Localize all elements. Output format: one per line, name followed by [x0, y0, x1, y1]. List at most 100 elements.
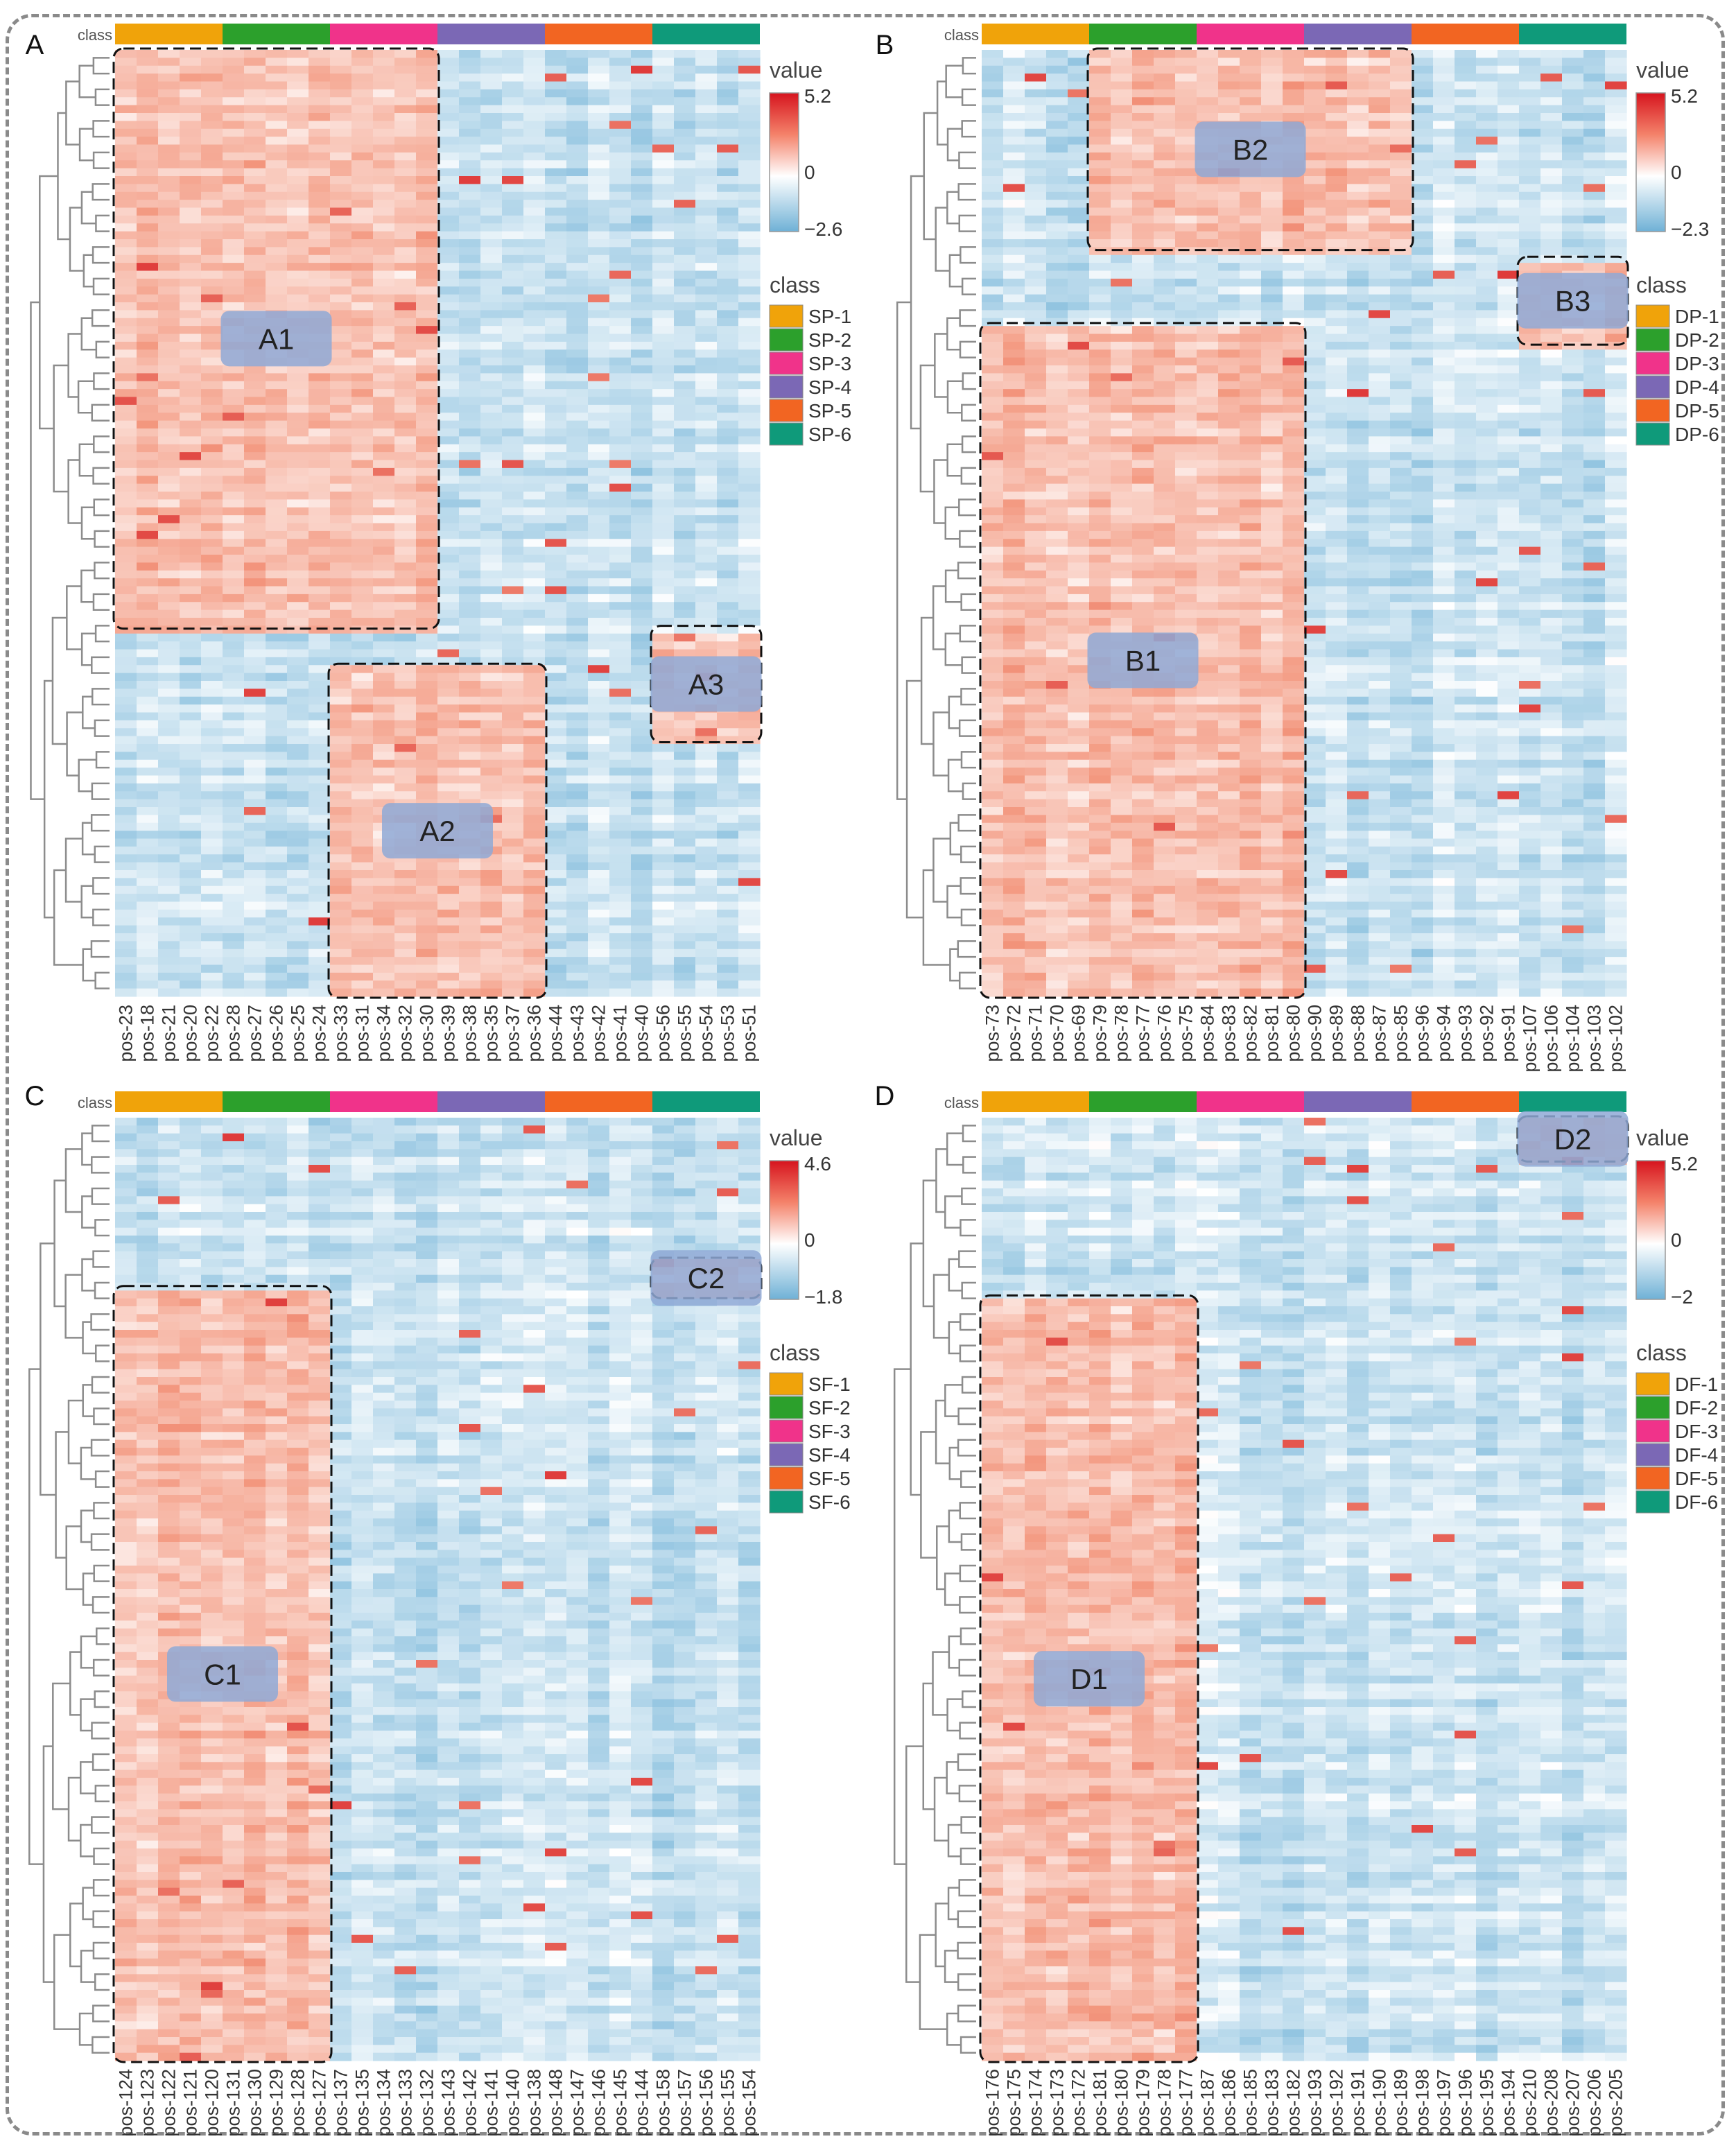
heatmap-cell [1197, 215, 1219, 224]
heatmap-cell [480, 318, 503, 327]
heatmap-cell [502, 688, 524, 698]
heatmap-cell [459, 444, 481, 453]
heatmap-cell [588, 555, 610, 563]
heatmap-cell [480, 184, 503, 193]
heatmap-cell [201, 854, 223, 863]
heatmap-cell [502, 633, 524, 642]
heatmap-cell [137, 286, 159, 295]
heatmap-cell [416, 602, 438, 611]
heatmap-cell [1175, 97, 1197, 106]
heatmap-cell [437, 200, 460, 209]
heatmap-cell [695, 89, 718, 98]
heatmap-cell [566, 113, 589, 121]
heatmap-cell [652, 341, 675, 350]
heatmap-cell [566, 562, 589, 571]
heatmap-cell [545, 247, 567, 256]
heatmap-cell [1326, 113, 1348, 121]
heatmap-cell [309, 854, 331, 863]
heatmap-cell [1347, 81, 1369, 90]
heatmap-cell [566, 428, 589, 437]
heatmap-cell [502, 452, 524, 461]
heatmap-cell [652, 775, 675, 784]
heatmap-cell [266, 50, 288, 58]
heatmap-cell [1218, 349, 1240, 358]
heatmap-cell [1369, 113, 1391, 121]
heatmap-cell [1218, 334, 1240, 343]
heatmap-cell [674, 570, 696, 579]
heatmap-cell [309, 121, 331, 130]
heatmap-cell [437, 326, 460, 335]
heatmap-cell [244, 286, 266, 295]
heatmap-cell [394, 397, 417, 406]
heatmap-cell [502, 144, 524, 153]
heatmap-cell [1412, 215, 1434, 224]
heatmap-cell [1583, 191, 1606, 200]
heatmap-cell [631, 925, 653, 934]
heatmap-cell [588, 357, 610, 366]
heatmap-cell [1369, 89, 1391, 98]
heatmap-cell [1025, 113, 1047, 121]
heatmap-cell [588, 239, 610, 248]
heatmap-cell [631, 988, 653, 997]
heatmap-cell [588, 128, 610, 137]
heatmap-cell [416, 492, 438, 500]
heatmap-cell [631, 980, 653, 989]
heatmap-cell [180, 618, 202, 626]
heatmap-cell [1261, 239, 1283, 248]
heatmap-cell [523, 744, 546, 752]
heatmap-cell [459, 980, 481, 989]
heatmap-cell [717, 618, 739, 626]
heatmap-cell [351, 247, 374, 256]
heatmap-cell [201, 633, 223, 642]
heatmap-cell [180, 81, 202, 90]
heatmap-cell [1197, 50, 1219, 58]
heatmap-cell [545, 97, 567, 106]
heatmap-cell [1218, 215, 1240, 224]
heatmap-cell [1498, 184, 1520, 193]
heatmap-cell [502, 555, 524, 563]
heatmap-cell [717, 413, 739, 422]
heatmap-cell [266, 594, 288, 603]
heatmap-cell [330, 980, 352, 989]
heatmap-cell [523, 964, 546, 973]
heatmap-cell [180, 483, 202, 492]
heatmap-cell [1390, 65, 1412, 74]
heatmap-cell [674, 65, 696, 74]
heatmap-cell [1089, 50, 1111, 58]
heatmap-cell [1369, 97, 1391, 106]
heatmap-cell [330, 625, 352, 634]
heatmap-cell [201, 791, 223, 800]
heatmap-cell [351, 681, 374, 689]
heatmap-cell [566, 278, 589, 287]
heatmap-cell [566, 901, 589, 910]
heatmap-cell [351, 862, 374, 871]
heatmap-cell [287, 365, 309, 374]
heatmap-cell [566, 365, 589, 374]
heatmap-cell [695, 941, 718, 950]
heatmap-cell [588, 609, 610, 618]
heatmap-cell [982, 176, 1004, 184]
heatmap-cell [437, 752, 460, 761]
heatmap-cell [158, 460, 180, 469]
heatmap-cell [201, 507, 223, 516]
heatmap-cell [115, 696, 137, 705]
heatmap-cell [180, 539, 202, 548]
heatmap-cell [416, 752, 438, 761]
heatmap-cell [1154, 373, 1176, 382]
heatmap-cell [738, 499, 761, 508]
heatmap-cell [1046, 278, 1068, 287]
heatmap-cell [1003, 215, 1025, 224]
heatmap-cell [1476, 89, 1498, 98]
heatmap-cell [674, 925, 696, 934]
heatmap-cell [351, 768, 374, 777]
heatmap-cell [351, 964, 374, 973]
heatmap-cell [330, 988, 352, 997]
heatmap-cell [309, 207, 331, 216]
heatmap-cell [1412, 89, 1434, 98]
heatmap-cell [1326, 278, 1348, 287]
heatmap-cell [545, 160, 567, 169]
heatmap-cell [652, 783, 675, 792]
heatmap-cell [115, 665, 137, 674]
heatmap-cell [223, 483, 245, 492]
heatmap-cell [609, 168, 632, 177]
